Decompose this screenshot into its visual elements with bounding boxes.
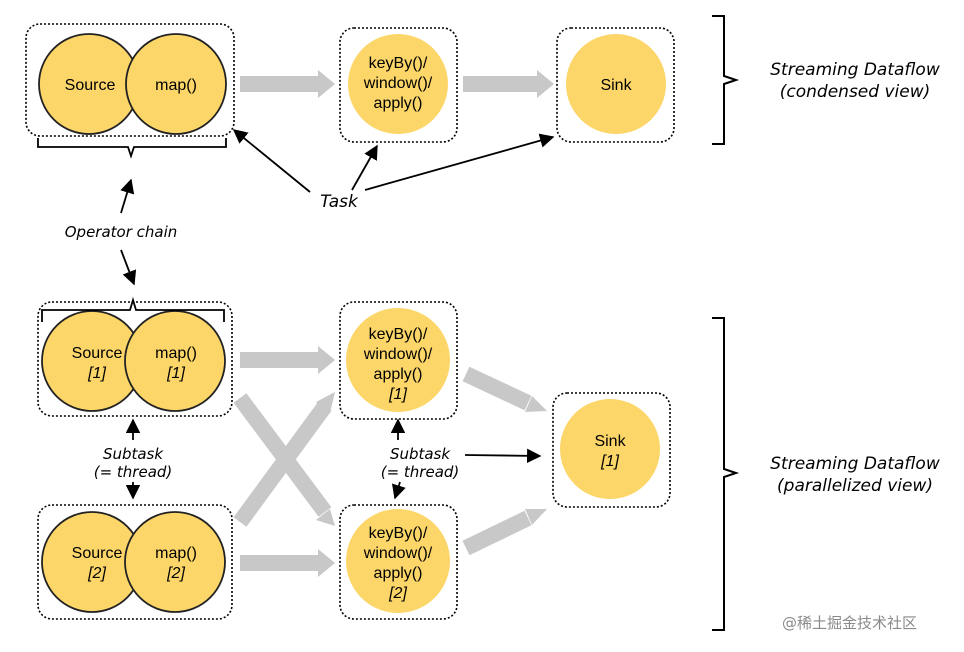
- flow-arrow-chain1-to-keyby1: [240, 346, 335, 374]
- sink-label: Sink: [600, 77, 632, 94]
- sink-1-index: [1]: [600, 453, 619, 470]
- task-box-keyby-1: [339, 301, 458, 420]
- map-1-label: map(): [155, 345, 197, 362]
- sink-1-label: Sink: [594, 433, 626, 450]
- keyby-circle: [348, 34, 448, 134]
- keyby-label-line1: keyBy()/: [369, 55, 428, 72]
- map-2-index: [2]: [166, 565, 185, 582]
- task-arrow-to-sink: [364, 133, 555, 191]
- keyby-2-line3: apply(): [374, 565, 423, 582]
- task-boxes: [25, 23, 675, 620]
- operator-chain-arrow-up: [120, 178, 135, 214]
- keyby-2-line1: keyBy()/: [369, 525, 428, 542]
- flow-arrow-keyby2-to-sink: [462, 510, 532, 556]
- task-box-source-map: [25, 23, 235, 137]
- task-box-keyby: [339, 27, 458, 143]
- watermark: @稀土掘金技术社区: [782, 614, 917, 632]
- annotation-arrows: [120, 129, 555, 500]
- subtask-mid-line1: Subtask: [390, 445, 451, 463]
- flow-arrow-chain-to-keyby: [240, 70, 335, 98]
- subtask-left-line1: Subtask: [103, 445, 164, 463]
- flow-arrow-keyby1-to-sink: [462, 366, 532, 411]
- keyby-1-line2: window()/: [363, 346, 433, 363]
- operator-chain-label: Operator chain: [65, 223, 178, 241]
- task-box-keyby-2: [339, 504, 458, 620]
- flow-arrow-chain2-to-keyby1: [233, 401, 332, 527]
- sink-1-circle: [560, 399, 660, 499]
- keyby-label-line2: window()/: [363, 75, 433, 92]
- task-box-sink: [556, 27, 675, 143]
- task-box-sink-1: [552, 392, 671, 508]
- task-arrow-to-keyby: [351, 144, 378, 191]
- keyby-2-line2: window()/: [363, 545, 433, 562]
- flow-arrows-cross: [233, 366, 532, 556]
- source-1-label: Source: [72, 345, 123, 362]
- node-labels: Source map() keyBy()/ window()/ apply() …: [65, 55, 633, 602]
- flow-arrow-keyby-to-sink: [463, 70, 554, 98]
- keyby-1-line3: apply(): [374, 366, 423, 383]
- operator-circles: [38, 33, 666, 613]
- task-arrow-to-chain: [232, 129, 311, 193]
- task-label: Task: [320, 192, 359, 212]
- bracket-condensed: [712, 15, 740, 145]
- condensed-view-line2: (condensed view): [780, 82, 930, 102]
- map-1-circle: [124, 310, 226, 412]
- keyby-1-line1: keyBy()/: [369, 326, 428, 343]
- bracket-parallel: [712, 317, 740, 631]
- brace-condensed: [37, 138, 227, 159]
- subtask-mid-arrow-right: [464, 448, 542, 464]
- source-label: Source: [65, 77, 116, 94]
- keyby-1-index: [1]: [388, 386, 407, 403]
- map-2-circle: [124, 511, 226, 613]
- sink-circle: [566, 34, 666, 134]
- subtask-mid-line2: (= thread): [381, 463, 460, 481]
- subtask-left-line2: (= thread): [94, 463, 173, 481]
- keyby-2-circle: [346, 509, 450, 613]
- view-brackets: [712, 15, 740, 631]
- keyby-label-line3: apply(): [374, 95, 423, 112]
- map-1-index: [1]: [166, 365, 185, 382]
- flow-arrow-chain2-to-keyby2: [240, 549, 335, 577]
- map-circle: [125, 33, 227, 135]
- flow-arrowheads-cross: [316, 392, 547, 526]
- source-2-index: [2]: [87, 565, 106, 582]
- keyby-1-circle: [346, 308, 450, 412]
- parallel-view-line2: (parallelized view): [777, 476, 933, 496]
- map-label: map(): [155, 77, 197, 94]
- parallel-view-line1: Streaming Dataflow: [770, 454, 940, 474]
- map-2-label: map(): [155, 545, 197, 562]
- keyby-2-index: [2]: [388, 585, 407, 602]
- subtask-mid-arrow-down: [391, 481, 406, 500]
- source-2-label: Source: [72, 545, 123, 562]
- condensed-view-line1: Streaming Dataflow: [770, 60, 940, 80]
- source-1-index: [1]: [87, 365, 106, 382]
- flow-arrows: [240, 70, 554, 577]
- view-labels: Streaming Dataflow (condensed view) Stre…: [770, 60, 940, 496]
- brace-parallel: [41, 296, 225, 322]
- operator-chain-arrow-down: [120, 249, 137, 286]
- operator-chain-braces: [37, 138, 227, 322]
- annotation-labels: Task Operator chain Subtask (= thread) S…: [65, 192, 460, 481]
